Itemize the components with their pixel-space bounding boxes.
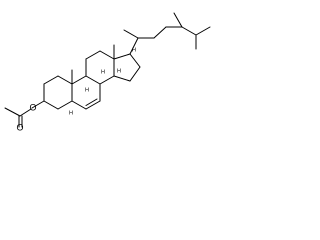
structure-diagram: O O H H H H H [0, 0, 246, 132]
bond-ch3-carbonyl [4, 107, 21, 117]
bond-carbonyl-ester-o [19, 108, 32, 117]
bond-c14-c8 [99, 75, 115, 85]
bond-c13-c17 [113, 53, 131, 60]
bond-c16-c15 [129, 66, 141, 82]
h14-label: H [117, 68, 121, 74]
bond-c17-c16 [129, 53, 141, 68]
ring-a [43, 75, 73, 110]
bond-ester-o-c3 [31, 100, 45, 109]
h8-label: H [101, 69, 105, 75]
atom-labels: O O H H H H H [16, 47, 136, 132]
bond-c9-c8 [85, 75, 101, 85]
bond-c6-c5 [71, 100, 87, 110]
bond-c20-c21 [123, 29, 139, 39]
bond-c2-c1 [43, 75, 59, 85]
acetate-group [4, 100, 45, 128]
ring-b [71, 75, 101, 110]
bond-c12-c13 [99, 50, 115, 60]
bond-c4-c3 [43, 100, 59, 110]
bond-c1-c10 [57, 75, 73, 85]
carbonyl-oxygen-label: O [16, 122, 23, 132]
ester-oxygen-label: O [29, 102, 36, 112]
bond-c11-c12 [85, 50, 101, 60]
bond-c15-c14 [113, 75, 131, 82]
h5-label: H [69, 110, 73, 116]
bond-c24-c25 [181, 26, 197, 36]
ring-c [85, 50, 115, 85]
bond-c10-c9 [71, 75, 87, 85]
bond-c5-c4 [57, 100, 73, 110]
h17-label: H [132, 47, 136, 53]
bond-c17-c20 [129, 37, 139, 55]
side-chain [123, 12, 211, 55]
bond-c7-c6 [85, 100, 101, 110]
bond-c7-c6-double [85, 98, 98, 106]
h9-label: H [85, 87, 89, 93]
angular-methyls [71, 44, 115, 85]
ring-d [113, 53, 141, 82]
bond-c25-c26 [195, 26, 211, 36]
bond-c22-c23 [153, 26, 167, 39]
structure-svg: O O H H H H H [4, 12, 211, 132]
bond-c24-methyl [173, 12, 183, 28]
